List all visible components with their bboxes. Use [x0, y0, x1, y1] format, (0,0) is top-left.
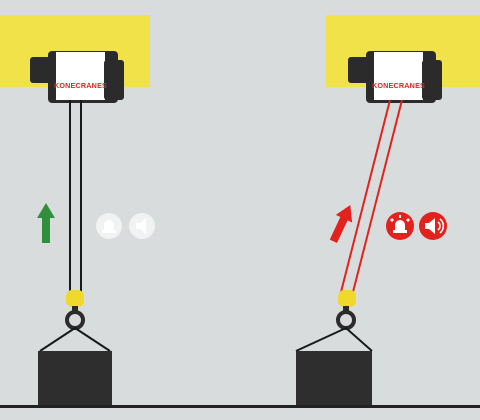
floor-line — [0, 405, 480, 408]
hook-block — [338, 290, 356, 307]
speaker-indicator — [129, 213, 155, 239]
hook-shank — [343, 306, 349, 312]
warning-light-icon — [390, 215, 410, 233]
hoist-motor-right — [104, 60, 124, 100]
hoist-rope-left — [340, 99, 391, 293]
speaker-sound-waves — [437, 218, 445, 234]
load-block — [38, 351, 112, 405]
hook — [65, 310, 85, 330]
load-sling — [39, 326, 111, 352]
lift-up-angled-arrow — [329, 205, 353, 244]
speaker-indicator — [419, 212, 447, 240]
hoist-unit: KONECRANES — [348, 51, 442, 103]
scene-side-pull: KONECRANES — [295, 15, 480, 405]
scene-normal-lift: KONECRANES — [0, 15, 155, 405]
warning-light-icon — [102, 220, 116, 233]
hoist-rope-right — [352, 99, 403, 293]
speaker-icon — [136, 218, 146, 234]
load-sling — [295, 326, 373, 352]
hoist-motor-right — [422, 60, 442, 100]
brand-logo: KONECRANES — [372, 81, 425, 90]
hoist-drum — [56, 52, 105, 100]
hook-block — [66, 290, 84, 307]
warning-light-indicator — [386, 212, 414, 240]
hook — [336, 310, 356, 330]
load-block — [296, 351, 372, 405]
speaker-icon — [425, 218, 435, 234]
hoist-unit: KONECRANES — [30, 51, 124, 103]
hoist-drum — [374, 52, 423, 100]
lift-up-arrow — [37, 203, 55, 243]
warning-light-indicator — [96, 213, 122, 239]
brand-logo: KONECRANES — [54, 81, 107, 90]
hook-shank — [72, 306, 78, 312]
